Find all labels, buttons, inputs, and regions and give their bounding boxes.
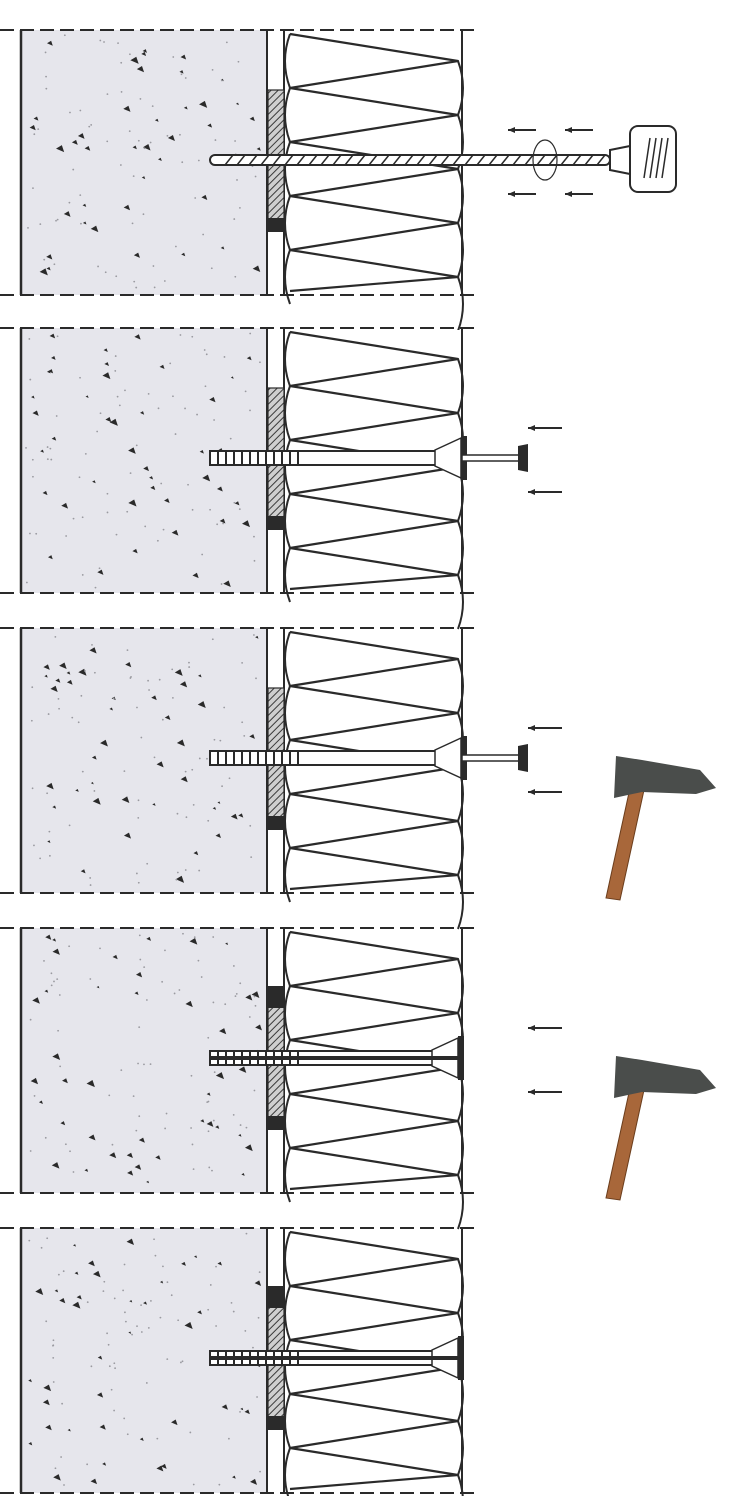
step-panel-5 [0,1227,480,1501]
arrow-icon [528,1025,562,1095]
anchor-fastener [209,1336,464,1380]
concrete-aggregate [29,932,262,1184]
nail-shank [210,1356,460,1360]
rotation-indicator [532,139,558,181]
insulation-layer [284,32,464,332]
arrow-icon [528,425,562,495]
nail-shank [461,754,521,762]
anchor-fastener [209,736,528,780]
anchor-fastener [209,436,528,480]
step-panel-1 [0,29,677,332]
concrete-aggregate [25,332,261,589]
step-panel-3 [0,627,716,930]
anchor-sleeve [209,750,466,766]
arrow-icon [508,127,593,197]
step-panel-4 [0,927,716,1230]
anchor-fastener [209,1036,464,1080]
arrow-icon [528,725,562,795]
nail-shank [461,454,521,462]
anchor-plate [458,1036,464,1080]
hammer-handle [605,1087,645,1201]
step-panel-2 [0,327,562,630]
drill-icon [209,125,677,193]
nail-head [518,744,528,772]
anchor-plate [458,1336,464,1380]
hammer-head [614,1056,716,1098]
concrete-aggregate [28,1232,262,1486]
hammer-handle [605,787,645,901]
nail-head [518,444,528,472]
hammer-head [614,756,716,798]
concrete-aggregate [30,634,259,886]
drill-chuck [609,144,631,176]
nail-shank [210,1056,460,1060]
insulation-layer [284,630,464,930]
insulation-layer [284,330,464,630]
concrete-aggregate [27,34,261,289]
anchor-sleeve [209,450,466,466]
hammer-icon [605,756,716,901]
insulation-layer [284,930,464,1230]
hammer-icon [605,1056,716,1201]
